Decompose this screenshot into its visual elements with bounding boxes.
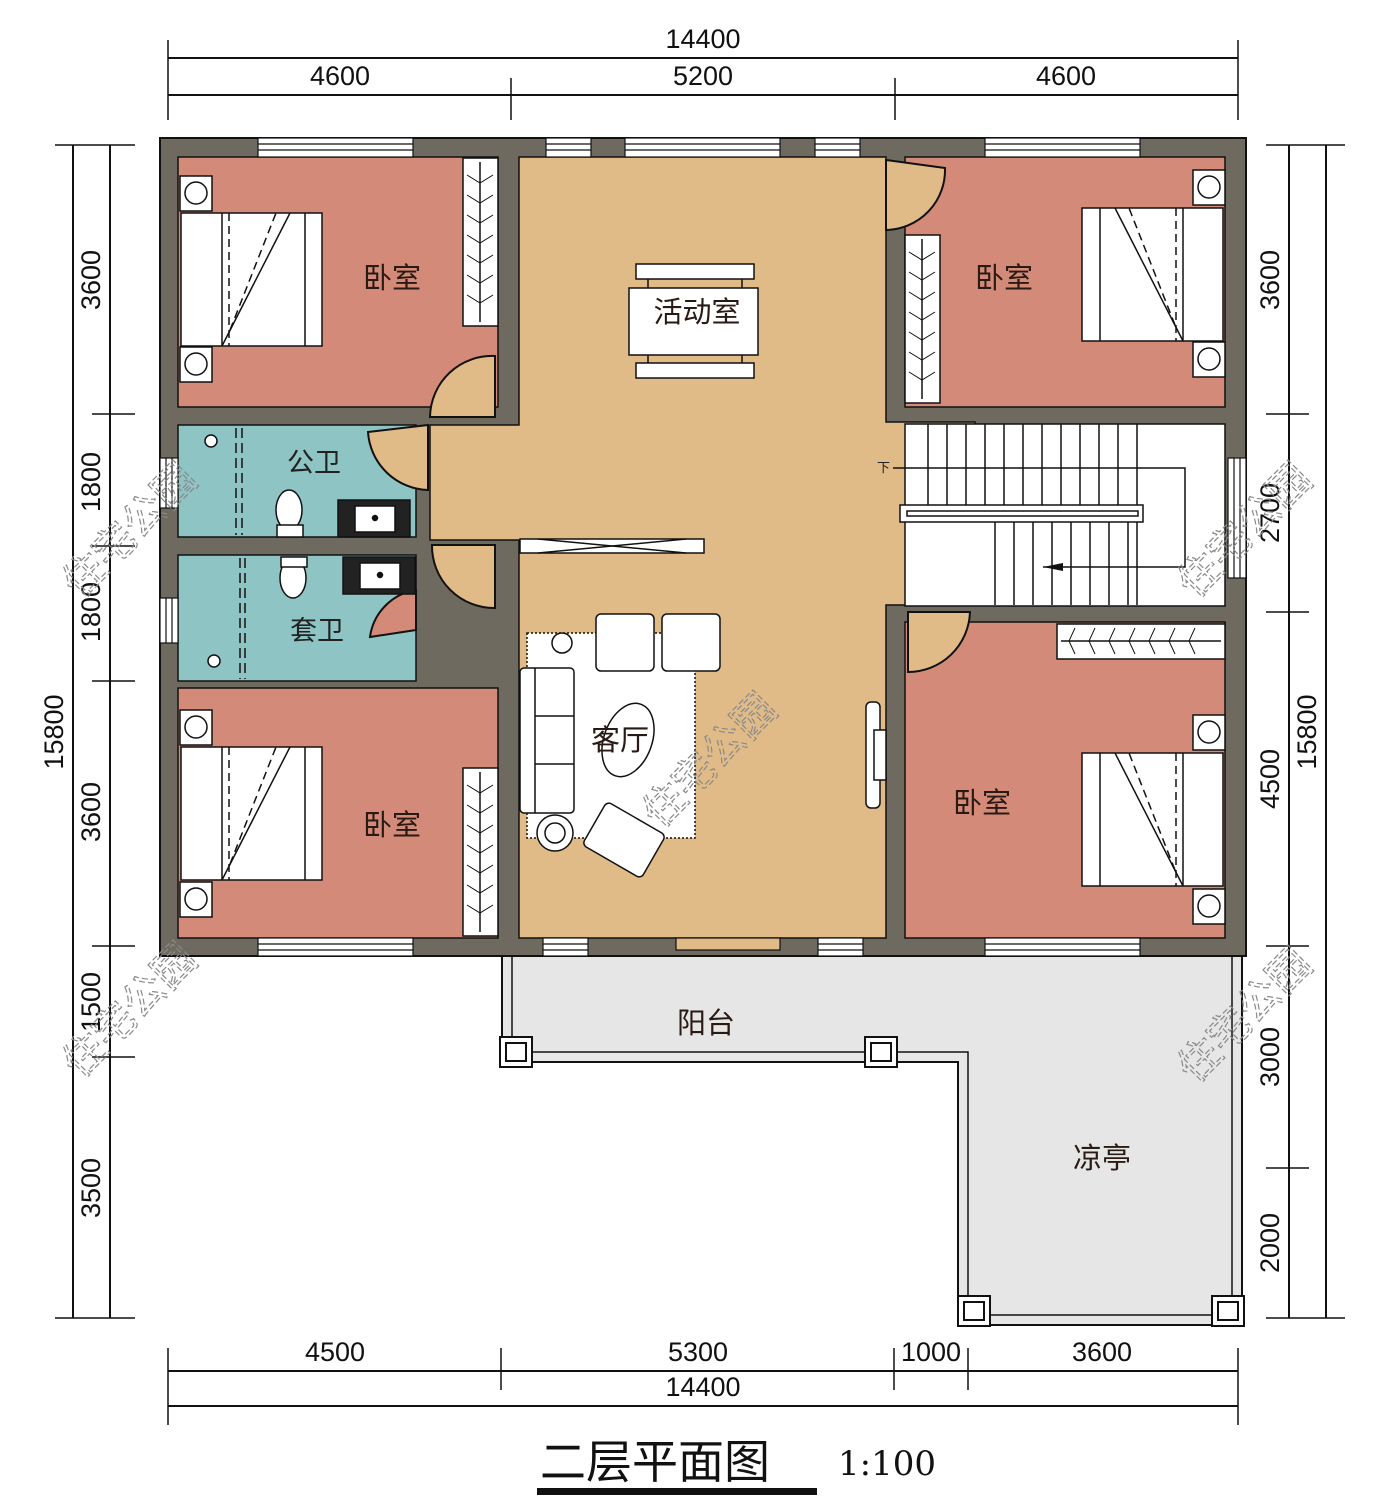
left-dimension-1: 3600 [76, 250, 106, 310]
top-dimension-1: 4600 [310, 61, 370, 91]
bottom-total-dimension: 14400 [665, 1372, 740, 1402]
room-label-living: 客厅 [591, 723, 649, 757]
title-underline [537, 1488, 817, 1495]
room-label-activity: 活动室 [653, 295, 740, 329]
top-total-dimension: 14400 [665, 24, 740, 54]
activity-table [628, 263, 759, 379]
right-dimension-1: 3600 [1255, 250, 1285, 310]
bottom-dimension-4: 3600 [1072, 1337, 1132, 1367]
room-label-balcony: 阳台 [677, 1006, 735, 1040]
drawing-scale: 1:100 [838, 1444, 936, 1484]
wardrobes [462, 157, 1226, 937]
left-dimension-2: 1800 [76, 452, 106, 512]
room-label-pavilion: 凉亭 [1073, 1141, 1131, 1175]
top-dimension-2: 5200 [673, 61, 733, 91]
top-dimension-3: 4600 [1036, 61, 1096, 91]
left-dimensions [55, 144, 135, 1319]
balcony-pavilion [499, 954, 1245, 1327]
room-label-public-bath: 公卫 [287, 448, 341, 479]
left-dimension-3: 1800 [76, 582, 106, 642]
right-dimension-3: 4500 [1255, 749, 1285, 809]
room-label-bedroom-ne: 卧室 [975, 261, 1033, 295]
room-label-bedroom-se: 卧室 [953, 786, 1011, 820]
bath-fixtures [204, 428, 416, 679]
doors [366, 158, 972, 674]
left-dimension-6: 3500 [76, 1158, 106, 1218]
staircase [893, 424, 1186, 605]
windows [159, 137, 1247, 957]
tv-unit [865, 701, 887, 809]
living-furniture [519, 613, 721, 878]
right-dimension-2: 2700 [1255, 483, 1285, 543]
bottom-dimension-2: 5300 [668, 1337, 728, 1367]
right-dimension-4: 3000 [1255, 1027, 1285, 1087]
stair-down-label: 下 [877, 461, 890, 476]
bottom-dimension-3: 1000 [901, 1337, 961, 1367]
bottom-dimension-1: 4500 [305, 1337, 365, 1367]
right-total-dimension: 15800 [1292, 694, 1322, 769]
right-dimensions [1266, 144, 1345, 1319]
right-dimension-5: 2000 [1255, 1213, 1285, 1273]
top-dimensions [167, 40, 1239, 120]
drawing-title: 二层平面图 [540, 1435, 770, 1489]
left-dimension-4: 3600 [76, 782, 106, 842]
bottom-dimensions [167, 1348, 1239, 1425]
stair-direction-arrow-icon [1043, 563, 1063, 571]
room-label-ensuite-bath: 套卫 [290, 616, 344, 647]
left-dimension-5: 1500 [76, 972, 106, 1032]
left-total-dimension: 15800 [39, 694, 69, 769]
hangers [466, 174, 1196, 914]
room-label-bedroom-nw: 卧室 [363, 261, 421, 295]
hall-shelf [519, 538, 705, 554]
beds [179, 169, 1226, 925]
room-label-bedroom-sw: 卧室 [363, 808, 421, 842]
